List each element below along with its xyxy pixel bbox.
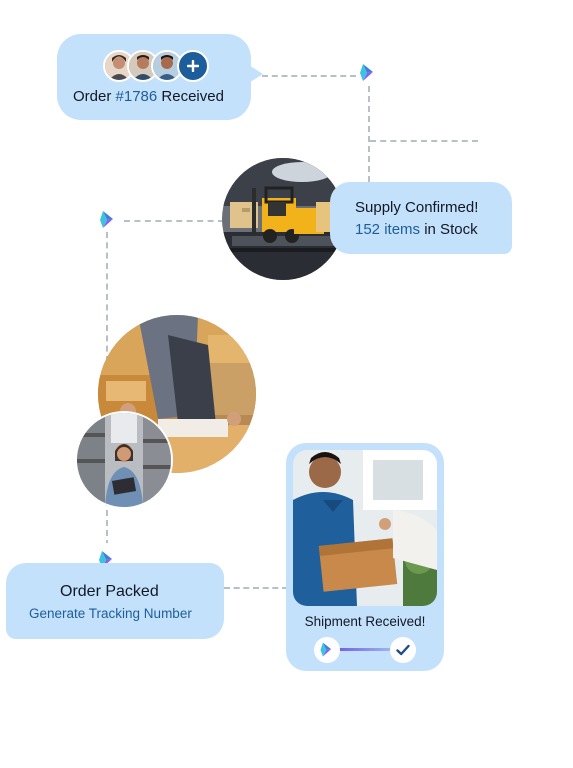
order-status-text: Order #1786 Received <box>73 88 224 105</box>
brand-logo-icon <box>320 642 332 657</box>
connector-line <box>124 220 224 222</box>
order-prefix: Order <box>73 88 112 105</box>
progress-start-node <box>314 637 340 663</box>
connector-line <box>262 75 356 77</box>
progress-track <box>326 648 404 651</box>
bubble-tail <box>247 64 263 84</box>
warehouse-forklift-photo <box>222 158 344 280</box>
supply-confirmed-card: Supply Confirmed! 152 items in Stock <box>330 182 512 254</box>
connector-line <box>370 140 478 142</box>
connector-line <box>224 587 288 589</box>
shipment-received-card: Shipment Received! <box>286 443 444 671</box>
add-member-button[interactable] <box>177 50 209 82</box>
order-received-card: Order #1786 Received <box>57 34 263 120</box>
brand-logo-icon <box>100 211 113 228</box>
tracking-link[interactable]: Generate Tracking Number <box>29 606 192 621</box>
packed-title: Order Packed <box>60 583 159 600</box>
delivery-photo <box>293 450 437 606</box>
supply-stock-text: 152 items in Stock <box>355 221 478 238</box>
plus-icon <box>187 60 199 72</box>
progress-end-node <box>390 637 416 663</box>
order-packed-card: Order Packed Generate Tracking Number <box>6 563 224 639</box>
order-number: #1786 <box>115 88 158 105</box>
connector-line <box>106 232 108 362</box>
connector-line <box>368 86 370 182</box>
brand-logo-icon <box>360 64 373 81</box>
stock-count: 152 items <box>355 221 421 238</box>
order-suffix: Received <box>161 88 224 105</box>
warehouse-worker-photo <box>75 411 173 509</box>
stock-suffix: in Stock <box>424 221 478 238</box>
check-icon <box>396 644 410 656</box>
supply-title: Supply Confirmed! <box>355 199 479 216</box>
shipment-label: Shipment Received! <box>304 614 426 629</box>
connector-line <box>106 500 108 546</box>
